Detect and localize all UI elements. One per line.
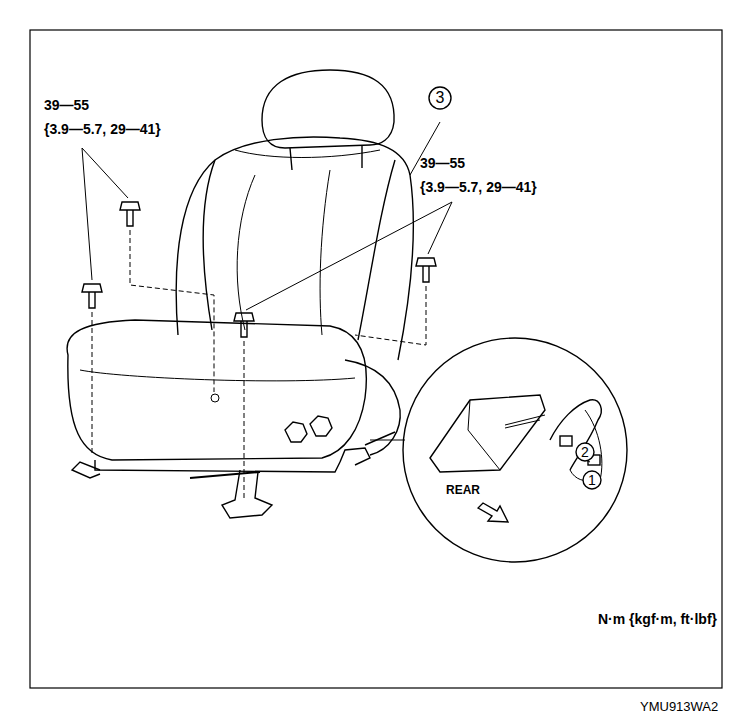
detail-circle xyxy=(403,338,627,562)
torque-value: {3.9—5.7, 29—41} xyxy=(420,180,537,195)
callout-circle: 1 xyxy=(582,470,602,490)
detail-pointer xyxy=(370,440,405,441)
backrest-seam xyxy=(235,150,380,158)
rail-detail xyxy=(468,400,500,470)
callout-number: 2 xyxy=(575,442,595,462)
backrest-seam xyxy=(237,170,330,335)
adjust-knob xyxy=(285,422,307,442)
backrest-side xyxy=(358,160,395,340)
bolt xyxy=(416,258,436,282)
figure-code: YMU913WA2 xyxy=(640,700,718,714)
rear-arrow xyxy=(478,503,508,522)
connector xyxy=(560,436,572,446)
torque-value: {3.9—5.7, 29—41} xyxy=(44,122,161,137)
bolt-axis xyxy=(355,286,426,345)
torque-value: 39—55 xyxy=(420,156,465,171)
callout-number: 1 xyxy=(582,470,602,490)
bolt-axis xyxy=(92,312,93,455)
bolt xyxy=(120,202,140,226)
backrest-side xyxy=(203,160,215,330)
direction-label: REAR xyxy=(446,484,480,497)
callout-number: 3 xyxy=(428,86,452,110)
rail-detail xyxy=(430,395,545,472)
bolt xyxy=(82,284,102,308)
backrest xyxy=(176,137,413,360)
cushion-seam xyxy=(80,370,355,381)
bolt-hole xyxy=(211,394,219,402)
seat-cushion xyxy=(67,320,366,460)
bolt xyxy=(234,313,254,337)
rail-detail xyxy=(505,415,545,428)
bolt-axis xyxy=(244,341,245,500)
recliner-cover xyxy=(345,360,400,455)
torque-value: 39—55 xyxy=(44,98,89,113)
frame xyxy=(30,30,722,688)
unit-note: N·m {kgf·m, ft·lbf} xyxy=(598,612,717,627)
harness-lead xyxy=(365,432,395,445)
slide-lever xyxy=(190,472,260,478)
headrest-stay xyxy=(290,146,362,170)
rail-bracket xyxy=(340,448,370,465)
bolt-axis xyxy=(130,230,214,392)
rail-bracket xyxy=(222,470,272,518)
callout-circle: 3 xyxy=(428,86,452,110)
leader-line xyxy=(82,148,128,280)
harness xyxy=(550,400,601,470)
leader-line xyxy=(246,202,452,310)
harness xyxy=(570,410,602,481)
rail-bracket xyxy=(72,462,100,478)
headrest xyxy=(262,70,394,148)
adjust-knob xyxy=(310,416,332,436)
callout-circle: 2 xyxy=(575,442,595,462)
seat-rail xyxy=(95,460,340,472)
